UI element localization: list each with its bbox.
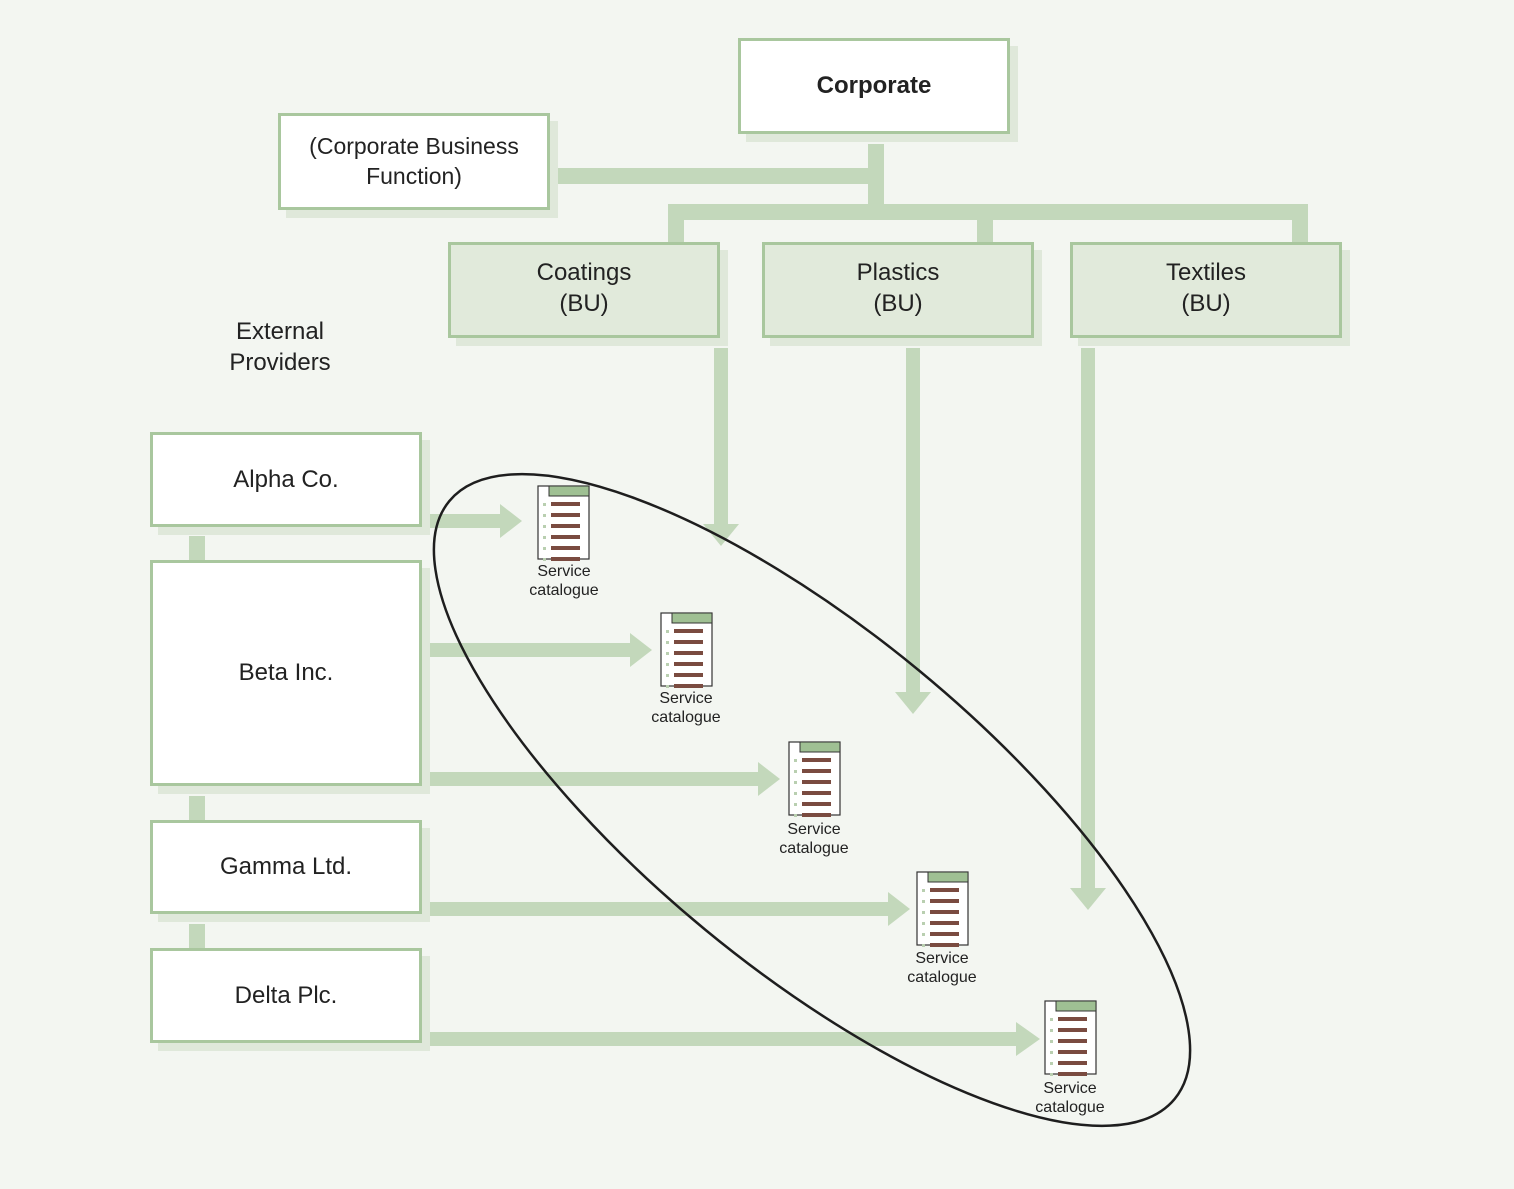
bu-label-textiles: Textiles (BU)	[1165, 259, 1247, 318]
arrow-beta-2-head	[758, 762, 780, 796]
external-providers-heading: External Providers	[229, 318, 331, 377]
arrow-textiles-shaft	[1081, 348, 1095, 890]
arrow-delta-shaft	[430, 1032, 1018, 1046]
connector-coatings-drop	[668, 204, 684, 244]
corporate-box: Corporate	[738, 38, 1010, 134]
bu-box-textiles: Textiles (BU)	[1070, 242, 1342, 338]
arrow-gamma-shaft	[430, 902, 890, 916]
provider-box-beta: Beta Inc.	[150, 560, 422, 786]
connector-plastics-drop	[977, 204, 993, 244]
provider-label-alpha: Alpha Co.	[233, 465, 339, 493]
connector-textiles-drop	[1292, 204, 1308, 244]
arrow-coatings-shaft	[714, 348, 728, 526]
arrow-alpha-head	[500, 504, 522, 538]
corporate-function-box: (Corporate Business Function)	[278, 113, 550, 210]
arrow-beta-1-head	[630, 633, 652, 667]
connector-beta-gamma	[189, 796, 205, 822]
bu-box-coatings: Coatings (BU)	[448, 242, 720, 338]
service-catalogue-label: Service catalogue	[779, 821, 849, 857]
service-catalogue-label: Service catalogue	[907, 950, 977, 986]
service-catalogue-label: Service catalogue	[529, 563, 599, 599]
connector-alpha-beta	[189, 536, 205, 562]
provider-label-beta: Beta Inc.	[238, 659, 334, 687]
service-catalogue-icon	[916, 871, 969, 947]
arrow-coatings-head	[703, 524, 739, 546]
arrow-delta-head	[1016, 1022, 1040, 1056]
provider-box-delta: Delta Plc.	[150, 948, 422, 1043]
arrow-alpha-shaft	[430, 514, 502, 528]
corporate-function-label: (Corporate Business Function)	[309, 132, 519, 189]
service-catalogue-icon	[788, 741, 841, 817]
bu-box-plastics: Plastics (BU)	[762, 242, 1034, 338]
arrow-plastics-head	[895, 692, 931, 714]
provider-box-gamma: Gamma Ltd.	[150, 820, 422, 914]
connector-corporate-function	[558, 168, 884, 184]
corporate-label: Corporate	[816, 72, 932, 100]
service-catalogue-icon	[1044, 1000, 1097, 1076]
arrow-plastics-shaft	[906, 348, 920, 694]
bu-label-coatings: Coatings (BU)	[536, 259, 632, 318]
arrow-textiles-head	[1070, 888, 1106, 910]
provider-label-delta: Delta Plc.	[234, 981, 338, 1009]
bu-label-plastics: Plastics (BU)	[856, 259, 940, 318]
arrow-gamma-head	[888, 892, 910, 926]
service-catalogue-icon	[660, 612, 713, 688]
provider-box-alpha: Alpha Co.	[150, 432, 422, 527]
connector-gamma-delta	[189, 924, 205, 950]
catalogue-group-ellipse	[432, 472, 1192, 1128]
service-catalogue-label: Service catalogue	[651, 690, 721, 726]
arrow-beta-2-shaft	[430, 772, 760, 786]
service-catalogue-label: Service catalogue	[1035, 1080, 1105, 1116]
service-catalogue-icon	[537, 485, 590, 561]
provider-label-gamma: Gamma Ltd.	[219, 853, 353, 881]
arrow-beta-1-shaft	[430, 643, 632, 657]
